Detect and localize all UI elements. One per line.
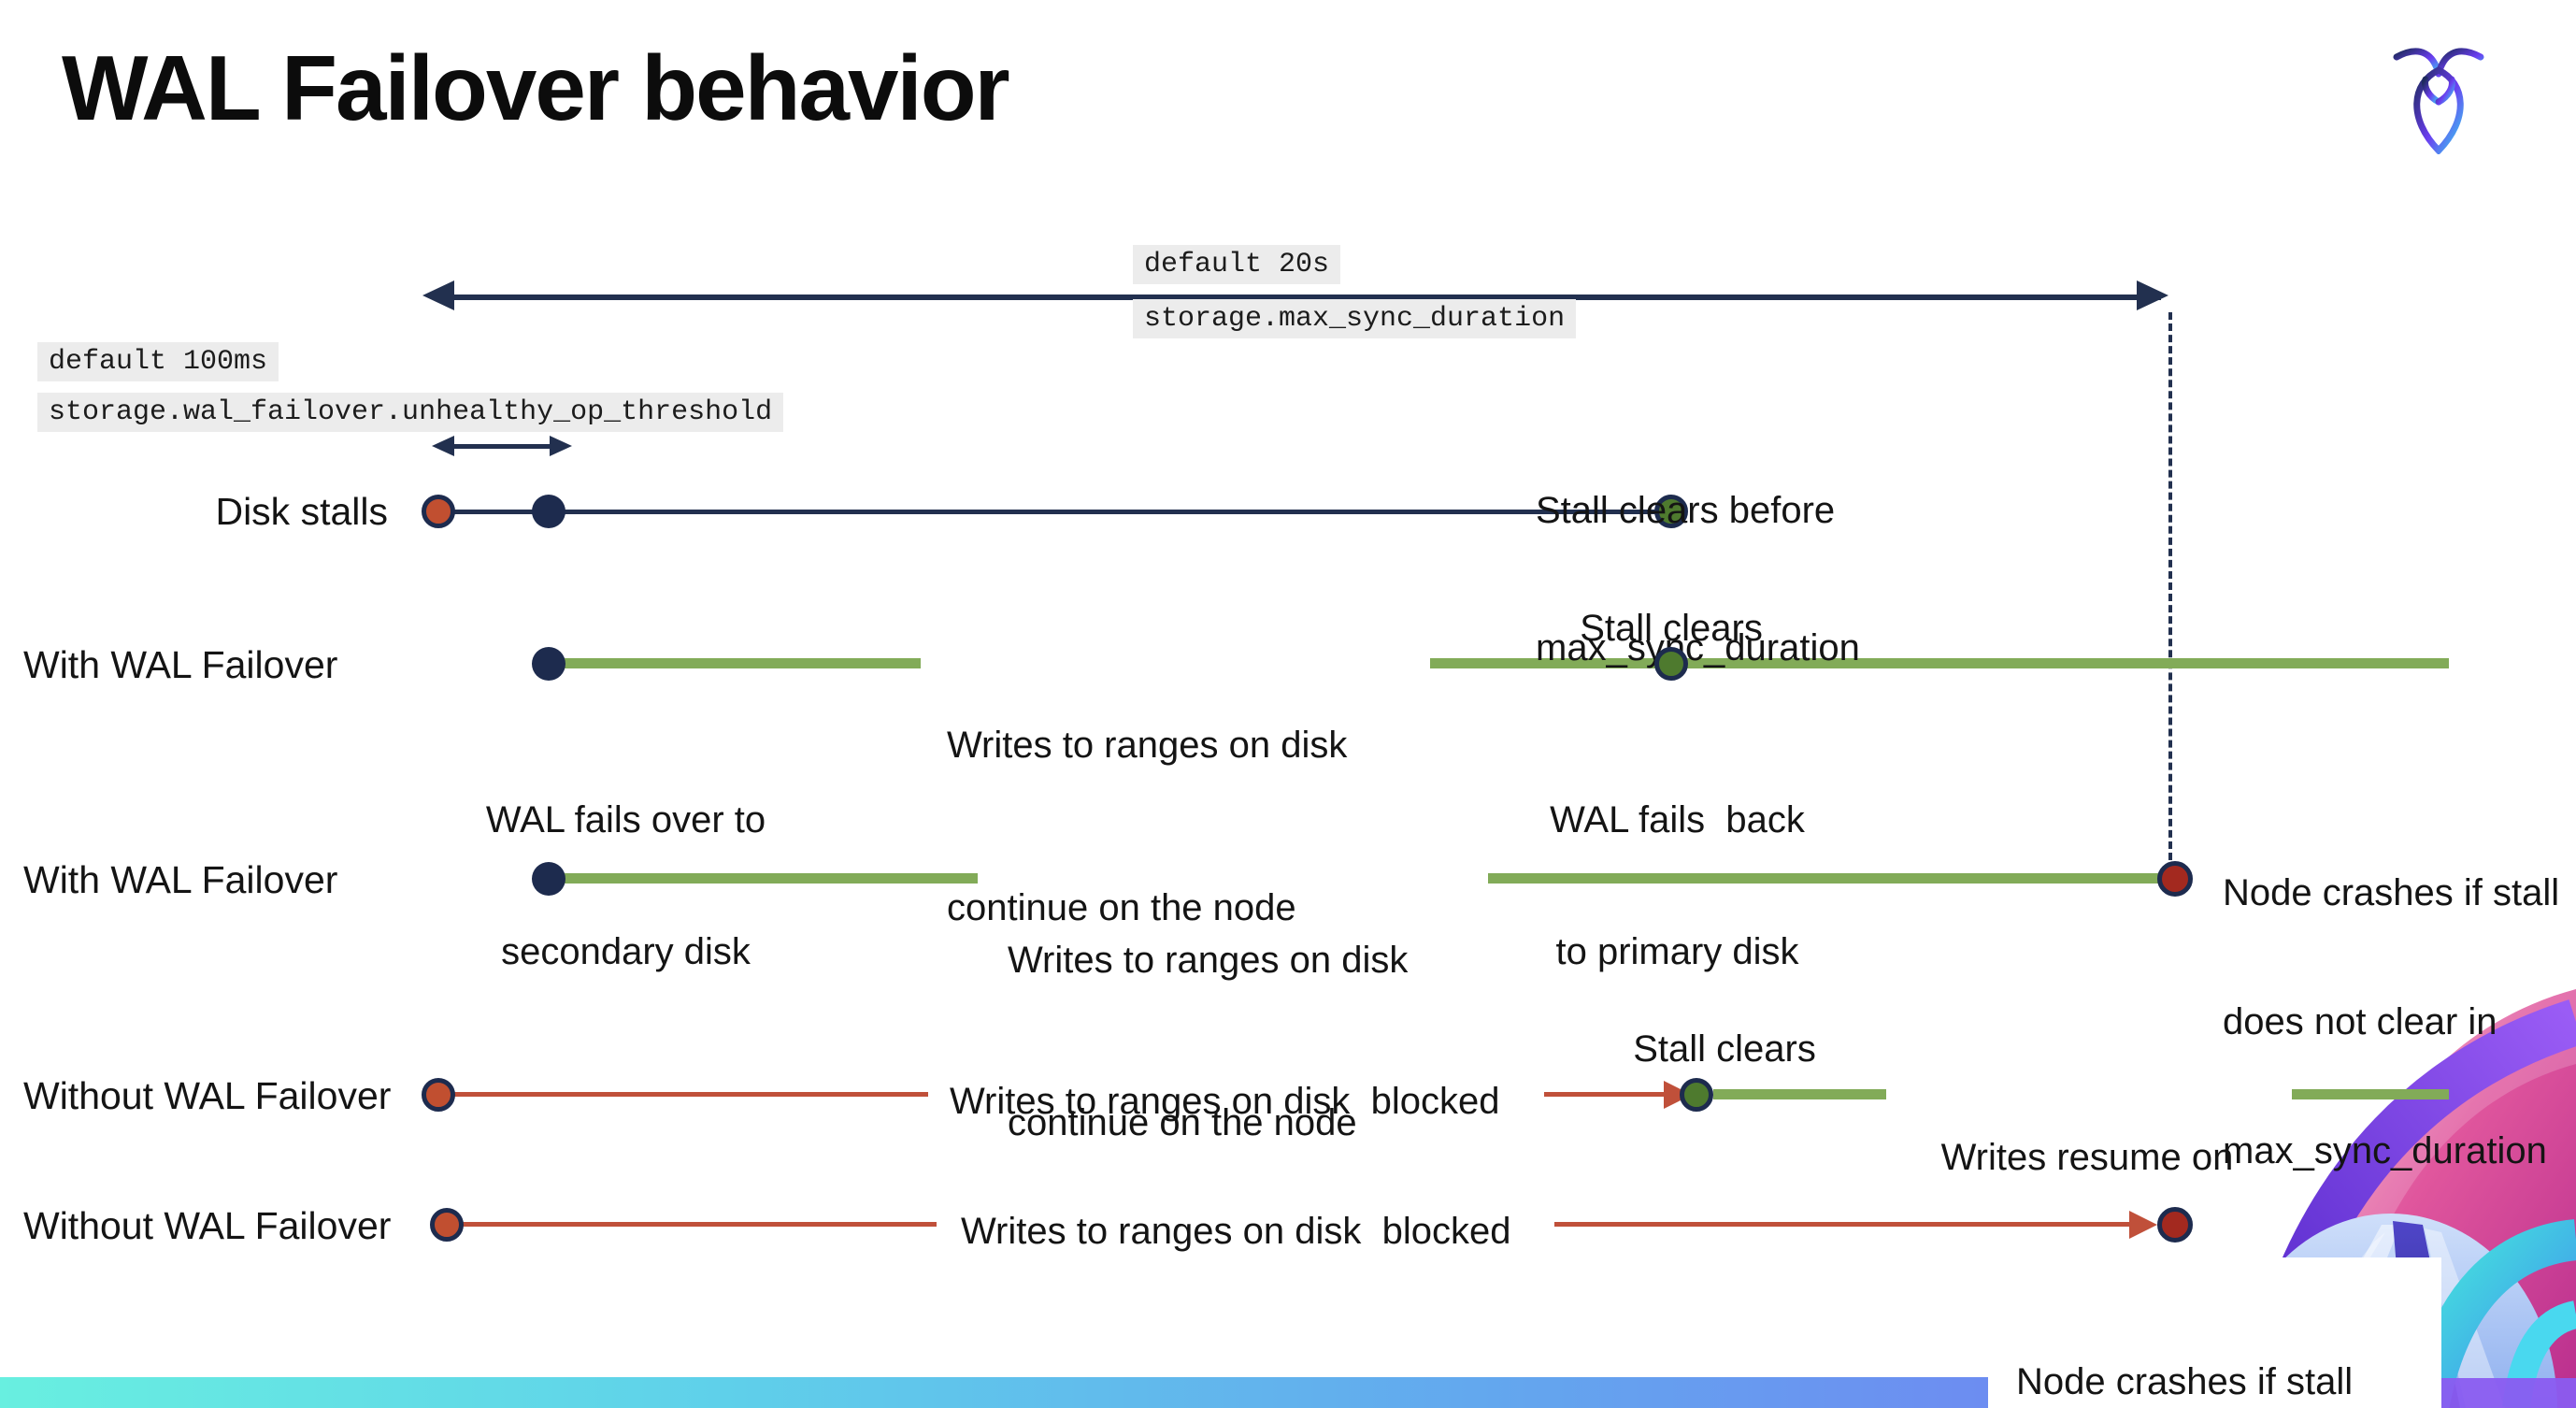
writes-continue-line-1a	[551, 658, 921, 668]
node-crash-dot-without-failover	[2157, 1207, 2193, 1243]
row-label-without-wal-failover-2: Without WAL Failover	[23, 1204, 392, 1247]
row-label-with-wal-failover-2: With WAL Failover	[23, 858, 338, 901]
writes-continue-line-2a	[551, 873, 978, 884]
arrowhead-right-icon	[2137, 280, 2168, 310]
blocked-arrow-line-1	[1544, 1092, 1673, 1097]
note-stall-clears-with: Stall clears	[1580, 608, 1763, 649]
small-arrowhead-right-icon	[550, 436, 572, 456]
note-writes-blocked-1: Writes to ranges on disk blocked	[950, 1081, 1500, 1122]
note-writes-blocked-2: Writes to ranges on disk blocked	[961, 1211, 1511, 1252]
row-label-with-wal-failover-1: With WAL Failover	[23, 643, 338, 686]
max-sync-duration-arrow-line	[441, 295, 2161, 300]
note-node-crashes-without: Node crashes if stall does not clear in …	[2016, 1361, 2354, 1402]
unhealthy-op-default-label: default 100ms	[37, 342, 279, 381]
note-node-crashes-with: Node crashes if stall does not clear in …	[2223, 872, 2560, 1171]
note-writes-continue-1: Writes to ranges on disk continue on the…	[947, 725, 1348, 928]
note-writes-continue-2: Writes to ranges on disk continue on the…	[1008, 940, 1409, 1143]
cockroachdb-logo	[2393, 48, 2484, 154]
disk-stalls-timeline-line	[438, 510, 1671, 514]
writes-resume-line-1a	[1713, 1089, 1886, 1099]
writes-blocked-line-2	[451, 1222, 937, 1227]
row-label-without-wal-failover-1: Without WAL Failover	[23, 1074, 392, 1117]
note-wal-fails-back: WAL fails back to primary disk	[1550, 799, 1805, 972]
unhealthy-op-setting-label: storage.wal_failover.unhealthy_op_thresh…	[37, 393, 784, 432]
small-arrowhead-left-icon	[432, 436, 454, 456]
note-stall-clears-without: Stall clears	[1633, 1028, 1816, 1070]
stall-start-dot-without-1	[422, 1078, 455, 1112]
writes-continue-line-1b	[1430, 658, 2449, 668]
blocked-arrow-line-2	[1554, 1222, 2134, 1227]
threshold-dot	[532, 495, 565, 528]
node-crash-callout-box: Node crashes if stall does not clear in …	[1988, 1257, 2441, 1408]
max-sync-default-label: default 20s	[1133, 245, 1341, 284]
stall-clears-dot-without	[1680, 1078, 1713, 1112]
stall-clears-dot	[1654, 495, 1688, 528]
failover-dot-1	[532, 647, 565, 681]
red-arrowhead-icon-2	[2129, 1211, 2157, 1239]
stall-start-dot	[422, 495, 455, 528]
note-stall-clears-before: Stall clears before max_sync_duration	[1536, 490, 1860, 668]
writes-continue-line-2b	[1488, 873, 2163, 884]
writes-blocked-line-1	[441, 1092, 928, 1097]
arrowhead-left-icon	[422, 280, 454, 310]
row-label-disk-stalls: Disk stalls	[215, 490, 388, 533]
page-title: WAL Failover behavior	[62, 36, 1010, 139]
node-crash-dot-with-failover	[2157, 861, 2193, 897]
stall-start-dot-without-2	[430, 1208, 464, 1242]
note-wal-fails-over: WAL fails over to secondary disk	[485, 799, 766, 972]
writes-resume-line-1b	[2292, 1089, 2449, 1099]
unhealthy-op-arrow-line	[447, 444, 555, 449]
max-sync-deadline-dashed-line	[2168, 312, 2172, 860]
failback-dot-1	[1654, 647, 1688, 681]
max-sync-setting-label: storage.max_sync_duration	[1133, 299, 1577, 338]
failover-dot-2	[532, 862, 565, 896]
